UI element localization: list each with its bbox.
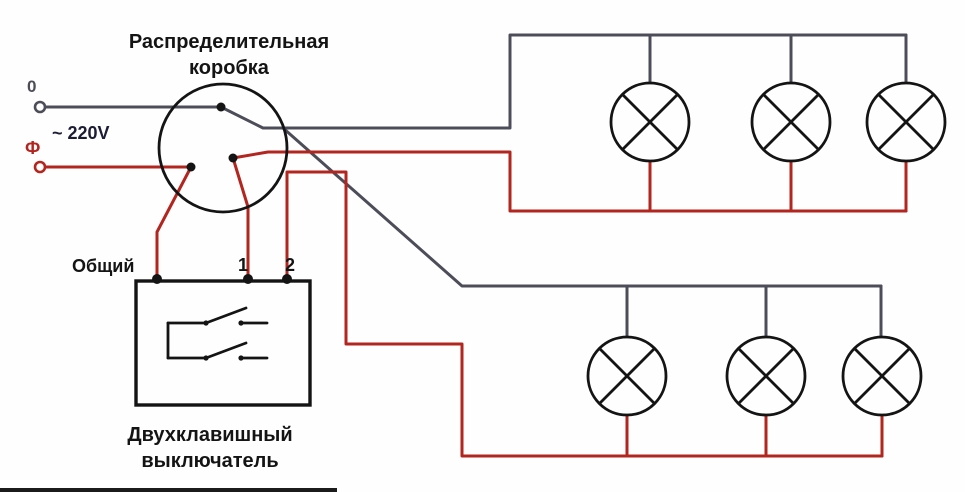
line2-wire-bottom-group-bus [285,170,884,458]
neutral-source-label: 0 [27,77,36,96]
switch-pole-1-blade [204,306,248,325]
switch-line1-label: 1 [238,255,248,275]
neutral-wire-top-bus [219,33,908,130]
switch-box [134,279,312,407]
switch-pole-2-contact-left [203,355,209,361]
junction-dot-neutral [216,102,226,112]
lamp-symbol-bottom-1 [586,335,668,417]
phase-wire-box-to-switch-common [155,165,193,283]
neutral-wire-net [38,33,908,340]
phase-source-label: Ф [25,138,40,158]
switch-pole-2 [166,341,269,361]
switch-pole-1-contact-left [203,320,209,326]
switch-terminal-common [152,274,162,284]
switch-common-label: Общий [72,256,134,276]
switch-terminal-line1 [243,274,253,284]
distribution-box-label-line2: коробка [189,57,270,79]
lamp-symbol-bottom-2 [725,335,807,417]
switch-pole-2-blade [204,341,248,360]
phase-wire-net [38,150,908,458]
bottom-crop-bar [0,488,337,492]
lamp-symbol-top-3 [865,81,947,163]
phase-source-terminal [33,160,47,174]
distribution-box-label-line1: Распределительная [129,31,329,53]
neutral-source-terminal [33,100,47,114]
switch-pole-2-contact-right [238,355,244,361]
switch-caption-line1: Двухклавишный [127,424,292,446]
lamp-symbol-top-1 [609,81,691,163]
switch-caption-line2: выключатель [141,450,278,472]
line1-wire-top-group-bus [231,150,908,213]
switch-pole-1-contact-right [238,320,244,326]
distribution-box-circle [157,82,289,214]
switch-terminal-line2 [282,274,292,284]
switch-line2-label: 2 [285,255,295,275]
switch-pole-1 [166,306,269,326]
voltage-label: ~ 220V [52,123,110,143]
lamp-symbol-bottom-3 [841,335,923,417]
lamp-symbol-top-2 [750,81,832,163]
junction-dot-line1 [228,153,238,163]
neutral-wire-bottom-bus [281,126,883,288]
junction-dot-phase [186,162,196,172]
